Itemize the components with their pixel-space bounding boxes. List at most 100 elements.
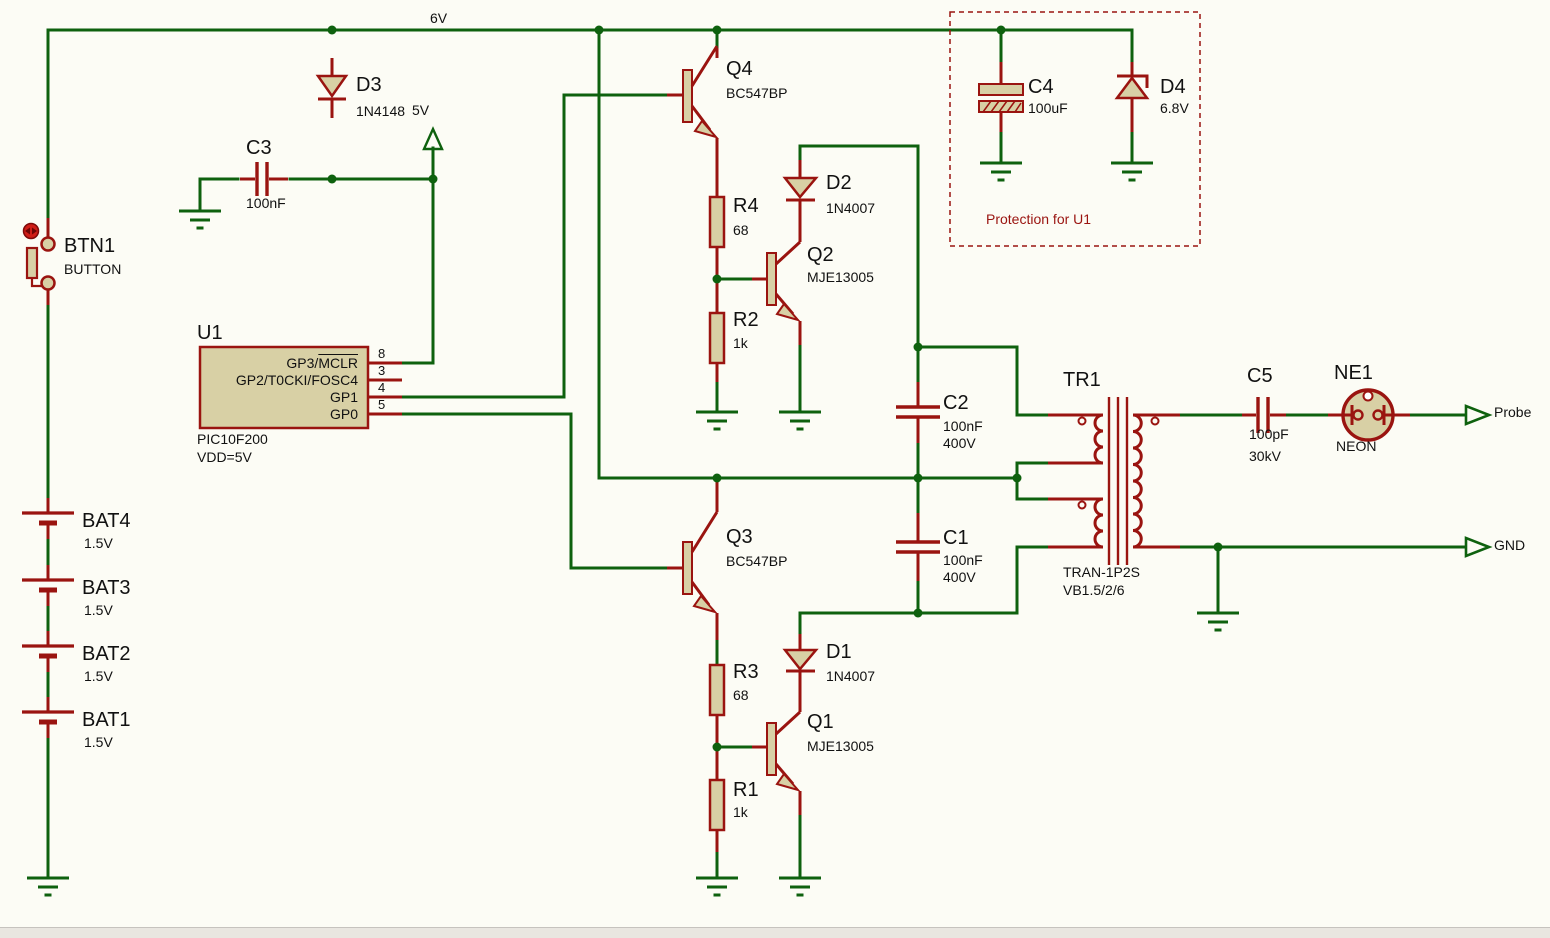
- q2-ref: Q2: [807, 244, 834, 266]
- c1-capacitor[interactable]: [896, 513, 940, 581]
- d2-value: 1N4007: [826, 200, 876, 216]
- battery-stack[interactable]: [22, 498, 74, 738]
- u1-pin4-number: 4: [378, 380, 386, 395]
- tr1-value2: VB1.5/2/6: [1063, 582, 1125, 598]
- c5-value2: 30kV: [1249, 448, 1281, 464]
- horizontal-scrollbar[interactable]: [0, 927, 1550, 938]
- q3-transistor[interactable]: [667, 482, 719, 640]
- bat2-symbol: [22, 644, 74, 659]
- u1-pin8-name: GP3/MCLR: [286, 355, 358, 371]
- c3-ref: C3: [246, 137, 272, 159]
- u1-pin5-number: 5: [378, 397, 386, 412]
- bat3-symbol: [22, 578, 74, 593]
- c1-value: 100nF: [943, 552, 983, 568]
- bat1-value: 1.5V: [84, 734, 113, 750]
- u1-ic-body[interactable]: [198, 345, 402, 430]
- r2-value: 1k: [733, 335, 748, 351]
- d4-value: 6.8V: [1160, 100, 1189, 116]
- c5-ref: C5: [1247, 365, 1273, 387]
- probe-port-arrow-icon[interactable]: [1464, 404, 1493, 426]
- c2-value2: 400V: [943, 435, 976, 451]
- r4-resistor[interactable]: [708, 195, 726, 279]
- btn1-value: BUTTON: [64, 261, 122, 277]
- c4-value: 100uF: [1028, 100, 1068, 116]
- d4-ref: D4: [1160, 76, 1186, 98]
- q1-transistor[interactable]: [752, 710, 802, 815]
- btn1-pushbutton[interactable]: [22, 218, 56, 305]
- d2-diode[interactable]: [782, 160, 819, 242]
- r3-ref: R3: [733, 661, 759, 683]
- r2-ref: R2: [733, 309, 759, 331]
- junction-dots: [327, 25, 1223, 752]
- c2-ref: C2: [943, 392, 969, 414]
- r1-value: 1k: [733, 804, 748, 820]
- q3-value: BC547BP: [726, 553, 788, 569]
- u1-pin5-name: GP0: [329, 406, 358, 422]
- c1-ref: C1: [943, 527, 969, 549]
- bat3-ref: BAT3: [82, 577, 131, 599]
- bat2-value: 1.5V: [84, 668, 113, 684]
- bat4-symbol: [22, 511, 74, 526]
- bat1-symbol: [22, 710, 74, 725]
- d2-ref: D2: [826, 172, 852, 194]
- u1-pin3-name: GP2/T0CKI/FOSC4: [235, 372, 358, 388]
- r1-ref: R1: [733, 779, 759, 801]
- q4-value: BC547BP: [726, 85, 788, 101]
- u1-ref: U1: [197, 322, 223, 344]
- r2-resistor[interactable]: [708, 279, 726, 382]
- q1-value: MJE13005: [807, 738, 874, 754]
- tr1-value: TRAN-1P2S: [1063, 564, 1141, 580]
- protection-box-label: Protection for U1: [986, 211, 1092, 227]
- c3-capacitor[interactable]: [240, 162, 288, 196]
- bat2-ref: BAT2: [82, 643, 131, 665]
- d1-diode[interactable]: [782, 634, 819, 712]
- tr1-ref: TR1: [1063, 369, 1101, 391]
- u1-pin8-number: 8: [378, 346, 386, 361]
- bat3-value: 1.5V: [84, 602, 113, 618]
- r1-resistor[interactable]: [708, 747, 726, 852]
- c1-value2: 400V: [943, 569, 976, 585]
- c5-capacitor[interactable]: [1242, 397, 1286, 433]
- c2-value: 100nF: [943, 418, 983, 434]
- protection-box-outline: [949, 11, 1201, 247]
- d3-diode[interactable]: [315, 58, 349, 118]
- r4-ref: R4: [733, 195, 759, 217]
- d1-ref: D1: [826, 641, 852, 663]
- ground-symbols[interactable]: [27, 161, 1239, 897]
- tr1-transformer[interactable]: [1048, 397, 1180, 565]
- probe-port-label: Probe: [1494, 404, 1532, 420]
- d4-zener-diode[interactable]: [1114, 62, 1150, 132]
- u1-pin3-number: 3: [378, 363, 386, 378]
- power-5v-arrow-icon[interactable]: [422, 126, 444, 151]
- c4-capacitor[interactable]: [978, 62, 1024, 132]
- q1-ref: Q1: [807, 711, 834, 733]
- d1-value: 1N4007: [826, 668, 876, 684]
- bat4-value: 1.5V: [84, 535, 113, 551]
- c2-capacitor[interactable]: [896, 382, 940, 443]
- u1-value2: VDD=5V: [197, 449, 252, 465]
- q4-transistor[interactable]: [667, 45, 719, 197]
- r3-value: 68: [733, 687, 749, 703]
- c4-ref: C4: [1028, 76, 1054, 98]
- r3-resistor[interactable]: [708, 663, 726, 747]
- ne1-neon-lamp[interactable]: [1328, 388, 1410, 442]
- tr1-pin-leads: [1133, 413, 1180, 549]
- u1-value: PIC10F200: [197, 431, 268, 447]
- btn1-ref: BTN1: [64, 235, 116, 257]
- gnd-port-arrow-icon[interactable]: [1464, 536, 1493, 558]
- d3-value: 1N4148: [356, 103, 406, 119]
- d3-ref: D3: [356, 74, 382, 96]
- net-label-6v: 6V: [430, 10, 448, 26]
- bat1-ref: BAT1: [82, 709, 131, 731]
- net-label-5v: 5V: [412, 102, 430, 118]
- ne1-value: NEON: [1336, 438, 1377, 454]
- ne1-ref: NE1: [1334, 362, 1373, 384]
- gnd-port-label: GND: [1494, 537, 1526, 553]
- q2-transistor[interactable]: [752, 240, 802, 345]
- q4-ref: Q4: [726, 58, 753, 80]
- u1-pin4-name: GP1: [329, 389, 358, 405]
- q2-value: MJE13005: [807, 269, 874, 285]
- q3-ref: Q3: [726, 526, 753, 548]
- bat4-ref: BAT4: [82, 510, 131, 532]
